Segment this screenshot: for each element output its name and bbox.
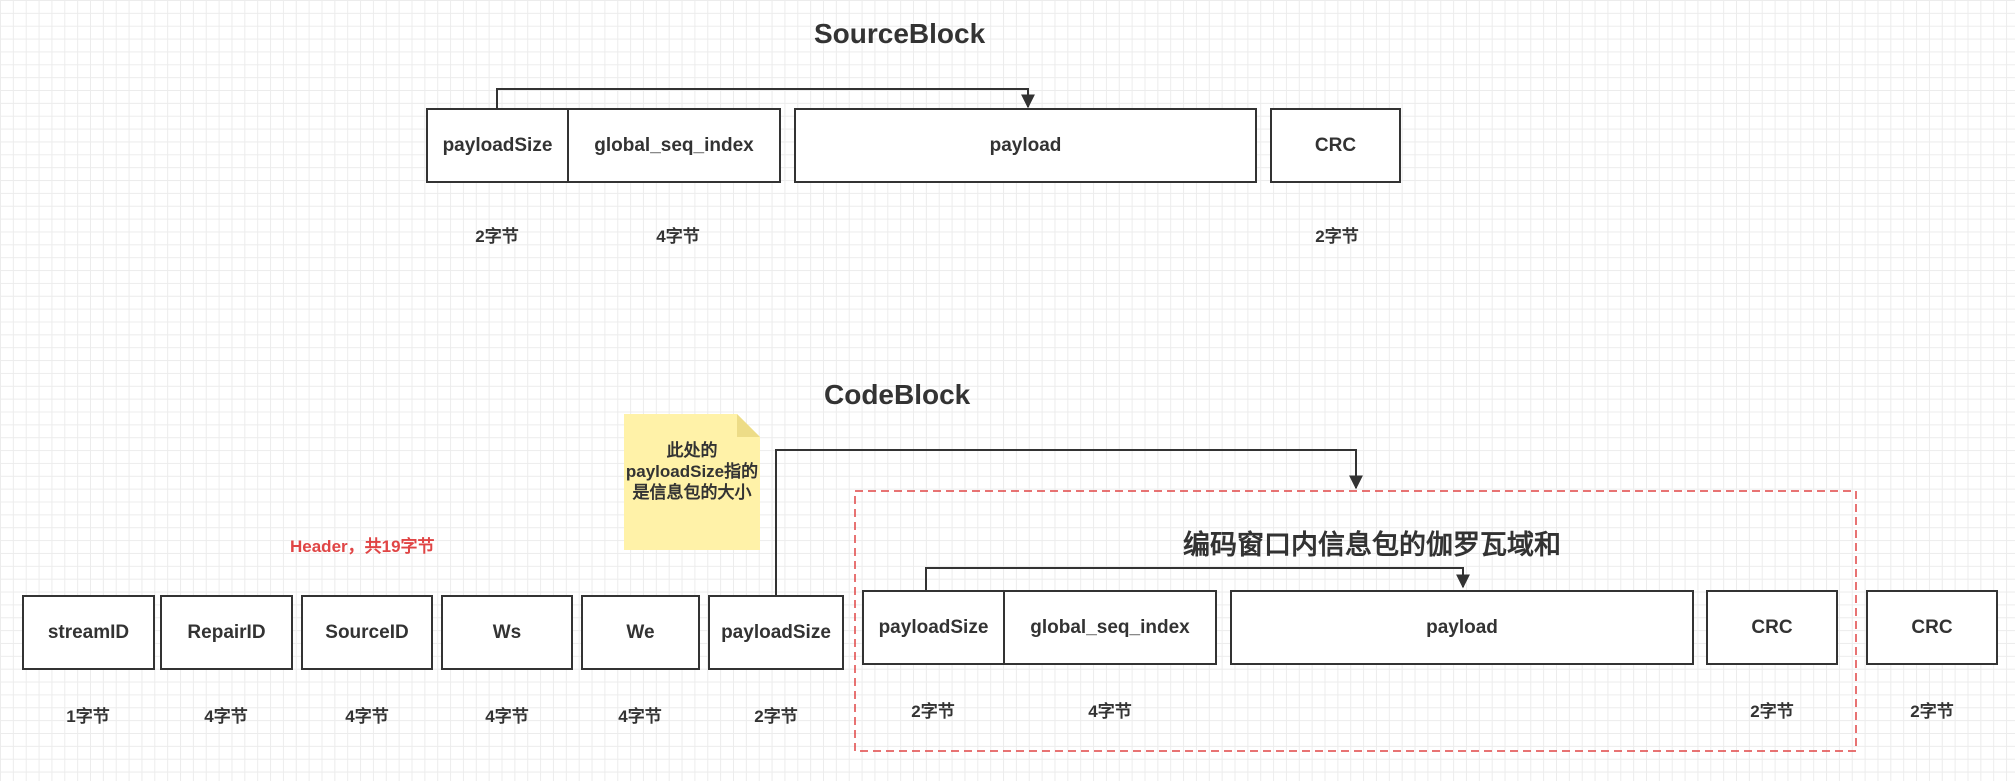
source-crc-size: 2字节 — [1315, 227, 1359, 246]
source-payloadsize-field: payloadSize — [426, 108, 569, 183]
header-repairid-field: RepairID — [160, 595, 293, 670]
header-label: Header，共19字节 — [290, 537, 435, 556]
trailing-crc-size: 2字节 — [1910, 702, 1954, 721]
galois-field-title: 编码窗口内信息包的伽罗瓦域和 — [1183, 530, 1561, 560]
note-shape — [624, 414, 760, 550]
note-fold — [737, 414, 760, 437]
header-we-size: 4字节 — [618, 707, 662, 726]
inner-global-seq-index-size: 4字节 — [1088, 702, 1132, 721]
inner-payload-field: payload — [1230, 590, 1694, 665]
inner-global-seq-index-field: global_seq_index — [1003, 590, 1217, 665]
galois-field-group — [854, 490, 1857, 752]
note-text: 此处的payloadSize指的是信息包的大小 — [625, 441, 759, 502]
header-ws-size: 4字节 — [485, 707, 529, 726]
header-payloadsize-size: 2字节 — [754, 707, 798, 726]
source-global-seq-index-size: 4字节 — [656, 227, 700, 246]
inner-crc-size: 2字节 — [1750, 702, 1794, 721]
header-we-field: We — [581, 595, 700, 670]
inner-payloadsize-field: payloadSize — [862, 590, 1005, 665]
source-payload-field: payload — [794, 108, 1257, 183]
inner-payloadsize-to-payload-arrow — [925, 567, 1470, 590]
codeblock-title: CodeBlock — [824, 379, 971, 410]
header-sourceid-size: 4字节 — [345, 707, 389, 726]
header-streamid-size: 1字节 — [66, 707, 110, 726]
header-payloadsize-field: payloadSize — [708, 595, 844, 670]
sourceblock-title: SourceBlock — [814, 18, 986, 49]
inner-crc-field: CRC — [1706, 590, 1838, 665]
header-repairid-size: 4字节 — [204, 707, 248, 726]
source-payloadsize-to-payload-arrow — [496, 88, 1035, 109]
inner-payloadsize-size: 2字节 — [911, 702, 955, 721]
source-crc-field: CRC — [1270, 108, 1401, 183]
trailing-crc-field: CRC — [1866, 590, 1998, 665]
source-global-seq-index-field: global_seq_index — [567, 108, 781, 183]
source-payloadsize-size: 2字节 — [475, 227, 519, 246]
header-sourceid-field: SourceID — [301, 595, 433, 670]
header-ws-field: Ws — [441, 595, 573, 670]
header-streamid-field: streamID — [22, 595, 155, 670]
header-payloadsize-to-group-arrow — [775, 449, 1363, 595]
